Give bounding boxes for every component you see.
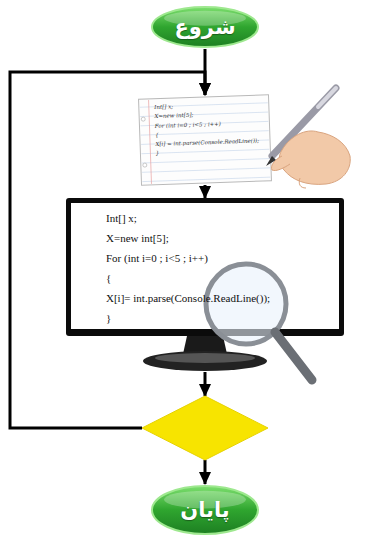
paper-rule: [142, 168, 270, 172]
flow-arrow: [204, 185, 207, 198]
handwritten-code: Int[] x;X=new int[5];For (int i=0 ; i<5 …: [154, 99, 260, 158]
hand-shape: [279, 131, 350, 184]
code-line: }: [106, 308, 338, 328]
paper-note: Int[] x;X=new int[5];For (int i=0 ; i<5 …: [138, 95, 272, 185]
code-line: X[i]= int.parse(Console.ReadLine());: [106, 288, 338, 308]
paper-rule: [141, 131, 269, 135]
flow-arrow: [204, 460, 207, 484]
end-oval: پایان: [150, 484, 260, 536]
oval-label-area: شروع: [150, 5, 260, 49]
oval-fill: [152, 7, 258, 47]
code-line: {: [106, 268, 338, 288]
monitor-base: [143, 351, 267, 371]
monitor-outline: [66, 198, 344, 372]
screen-code: Int[] x;X=new int[5];For (int i=0 ; i<5 …: [106, 208, 338, 328]
code-line: X[i] = int.parse(Console.ReadLine());: [155, 137, 259, 150]
hand-crease: [299, 178, 306, 188]
pen-highlight: [318, 88, 336, 107]
code-line: X=new int[5];: [106, 228, 338, 248]
terminal-label: پایان: [180, 498, 229, 522]
hand-finger: [271, 156, 290, 171]
code-line: For (int i=0 ; i<5 ; i++): [155, 118, 259, 131]
code-line: For (int i=0 ; i<5 ; i++): [106, 248, 338, 268]
paper-hole: [143, 163, 147, 167]
paper-rule: [142, 177, 270, 181]
flow-arrow: [204, 372, 207, 396]
oval-fill: [152, 486, 258, 534]
terminal-label: شروع: [174, 15, 235, 39]
diamond-outline: [142, 396, 268, 460]
paper-hole: [141, 117, 145, 121]
paper-margin: [149, 100, 152, 184]
paper-rule: [142, 159, 270, 163]
code-line: Int[] x;: [106, 208, 338, 228]
decision-diamond: [142, 396, 268, 460]
paper-rect: [139, 95, 272, 185]
diamond-fill: [142, 396, 268, 460]
paper-sheet: [139, 95, 272, 185]
label-area: [142, 396, 268, 460]
magnifier-handle: [275, 332, 312, 380]
oval-label-area: پایان: [150, 484, 260, 536]
start-oval: شروع: [150, 5, 260, 49]
code-line: X=new int[5];: [154, 109, 258, 122]
paper-rule: [141, 149, 269, 153]
monitor-screen: Int[] x;X=new int[5];For (int i=0 ; i<5 …: [66, 198, 344, 372]
pen-body: [272, 88, 336, 156]
monitor-base-shine: [155, 353, 255, 363]
monitor-frame: [66, 198, 344, 336]
